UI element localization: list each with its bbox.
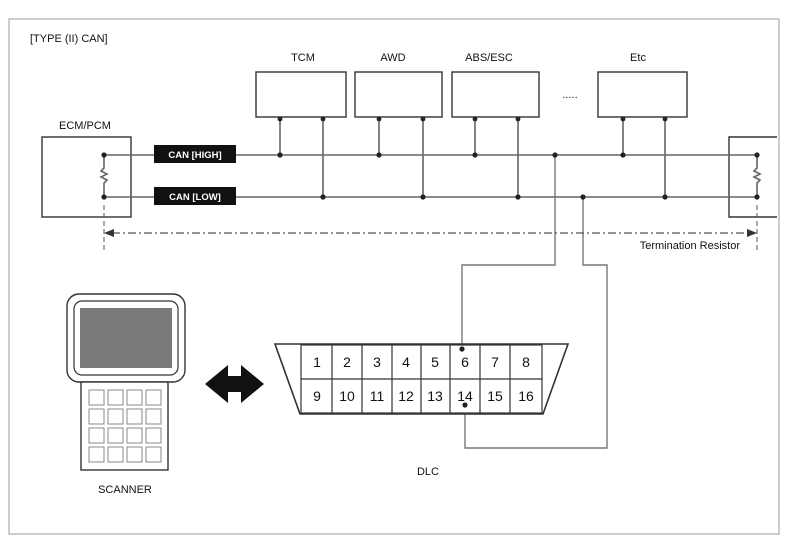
ecm-low-node xyxy=(101,194,107,200)
dlc-high-wire xyxy=(461,155,556,349)
term-high-node xyxy=(754,152,760,158)
dlc-pin: 15 xyxy=(487,388,503,404)
dlc-pin: 4 xyxy=(402,354,410,370)
dlc-pin: 13 xyxy=(427,388,443,404)
scanner-device xyxy=(66,293,186,471)
module-box-tcm xyxy=(255,71,347,118)
diagram-title: [TYPE (II) CAN] xyxy=(30,33,108,45)
dlc-pin: 11 xyxy=(370,388,385,404)
dlc-pin: 8 xyxy=(522,354,530,370)
module-label-etc: Etc xyxy=(630,52,646,64)
module-box-awd xyxy=(354,71,443,118)
term-low-node xyxy=(754,194,760,200)
module-label-tcm: TCM xyxy=(291,52,315,64)
can-low-tag xyxy=(154,187,236,205)
dlc-pin: 7 xyxy=(491,354,499,370)
dlc-low-wire xyxy=(464,197,608,449)
module-box-etc xyxy=(597,71,688,118)
can-high-tag xyxy=(154,145,236,163)
module-ellipsis: ..... xyxy=(562,89,577,101)
ecm-termination-resistor xyxy=(99,155,109,197)
diagram-frame xyxy=(8,18,780,535)
dlc-pin: 9 xyxy=(313,388,321,404)
can-high-label: CAN [HIGH] xyxy=(168,150,221,161)
dlc-pins-top: 1 2 3 4 5 6 7 8 xyxy=(313,354,530,370)
scanner-label: SCANNER xyxy=(98,484,152,496)
ecm-box xyxy=(41,136,132,218)
dlc-pin: 10 xyxy=(339,388,355,404)
module-label-awd: AWD xyxy=(380,52,405,64)
can-low-label: CAN [LOW] xyxy=(169,192,221,203)
pin-14-node xyxy=(462,402,468,408)
dlc-pin: 1 xyxy=(313,354,321,370)
termination-label: Termination Resistor xyxy=(640,240,741,252)
dlc-pin: 12 xyxy=(398,388,414,404)
module-box-abs-esc xyxy=(451,71,540,118)
dlc-pin: 16 xyxy=(518,388,534,404)
ecm-high-node xyxy=(101,152,107,158)
dlc-pin: 3 xyxy=(373,354,381,370)
termination-arrow-left xyxy=(104,229,114,237)
dlc-pin: 14 xyxy=(457,388,473,404)
dlc-pins-bottom: 9 10 11 12 13 14 15 16 xyxy=(313,388,534,404)
ecm-label: ECM/PCM xyxy=(59,120,111,132)
dlc-pin: 6 xyxy=(461,354,469,370)
dlc-pin: 5 xyxy=(431,354,439,370)
scanner-keypad xyxy=(88,389,162,463)
dlc-low-tap xyxy=(580,194,586,200)
module-label-abs-esc: ABS/ESC xyxy=(465,52,513,64)
pin-6-node xyxy=(459,346,465,352)
termination-arrow-right xyxy=(747,229,757,237)
bidirectional-arrow-icon xyxy=(205,365,264,403)
terminator-resistor xyxy=(752,155,762,197)
dlc-pin: 2 xyxy=(343,354,351,370)
scanner-screen xyxy=(80,308,172,368)
dlc-high-tap xyxy=(552,152,558,158)
dlc-label: DLC xyxy=(417,466,439,478)
module-drops xyxy=(277,116,668,200)
